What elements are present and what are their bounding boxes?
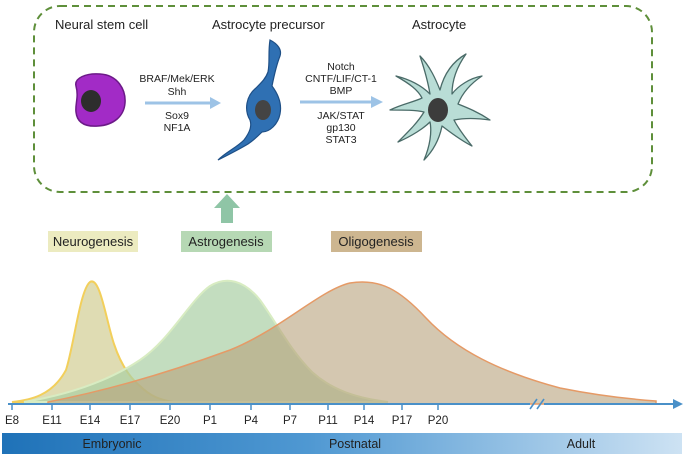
factor-bmp: BMP: [330, 85, 353, 97]
neural-stem-cell-label: Neural stem cell: [55, 17, 148, 32]
tick-label-p14: P14: [354, 415, 375, 427]
factor-sox9: Sox9: [165, 110, 189, 122]
postnatal-label: Postnatal: [329, 437, 381, 451]
adult-label: Adult: [567, 437, 596, 451]
tick-label-e11: E11: [42, 415, 62, 427]
neurogenesis-label-box: [48, 231, 138, 252]
factor-jak-stat: JAK/STAT: [317, 110, 365, 122]
factor-braf: BRAF/Mek/ERK: [139, 73, 214, 85]
period-band: [2, 433, 682, 454]
tick-label-e14: E14: [80, 415, 101, 427]
factor-nf1a: NF1A: [164, 122, 191, 134]
tick-label-e17: E17: [120, 415, 140, 427]
astrocyte-label: Astrocyte: [412, 17, 466, 32]
factor-cntf: CNTF/LIF/CT-1: [305, 73, 377, 85]
oligogenesis-curve: [47, 281, 657, 405]
tick-label-e20: E20: [160, 415, 180, 427]
astrogenesis-link-arrow-shaft: [221, 207, 233, 223]
timeline-ticks: [11, 404, 439, 410]
differentiation-arrowhead-2: [371, 96, 383, 108]
tick-label-e8: E8: [5, 415, 19, 427]
embryonic-label: Embryonic: [82, 437, 141, 451]
tick-label-p17: P17: [392, 415, 412, 427]
factor-shh: Shh: [168, 86, 187, 98]
differentiation-arrowhead-1: [210, 97, 221, 109]
factor-gp130: gp130: [326, 122, 355, 134]
astrogenesis-label: Astrogenesis: [188, 234, 264, 249]
oligogenesis-label: Oligogenesis: [338, 234, 414, 249]
neurogenesis-label: Neurogenesis: [53, 234, 134, 249]
factor-notch: Notch: [327, 61, 355, 73]
factor-stat3: STAT3: [325, 134, 356, 146]
oligogenesis-label-box: [331, 231, 422, 252]
tick-label-p11: P11: [318, 415, 338, 427]
astrocyte-precursor-illustration: [217, 39, 282, 161]
astrocyte-illustration: [389, 53, 491, 161]
tick-label-p20: P20: [428, 415, 448, 427]
astrogenesis-label-box: [181, 231, 272, 252]
timeline-tick-labels: E8 E11 E14 E17 E20 P1 P4 P7 P11 P14 P17 P20: [5, 415, 448, 427]
tick-label-p4: P4: [244, 415, 259, 427]
neural-stem-cell-illustration: [75, 73, 126, 127]
astrogenesis-link-arrowhead: [214, 194, 240, 208]
timeline-axis: [8, 398, 683, 410]
astrocyte-precursor-label: Astrocyte precursor: [212, 17, 325, 32]
lineage-frame: [33, 5, 653, 193]
tick-label-p1: P1: [203, 415, 217, 427]
tick-label-p7: P7: [283, 415, 297, 427]
